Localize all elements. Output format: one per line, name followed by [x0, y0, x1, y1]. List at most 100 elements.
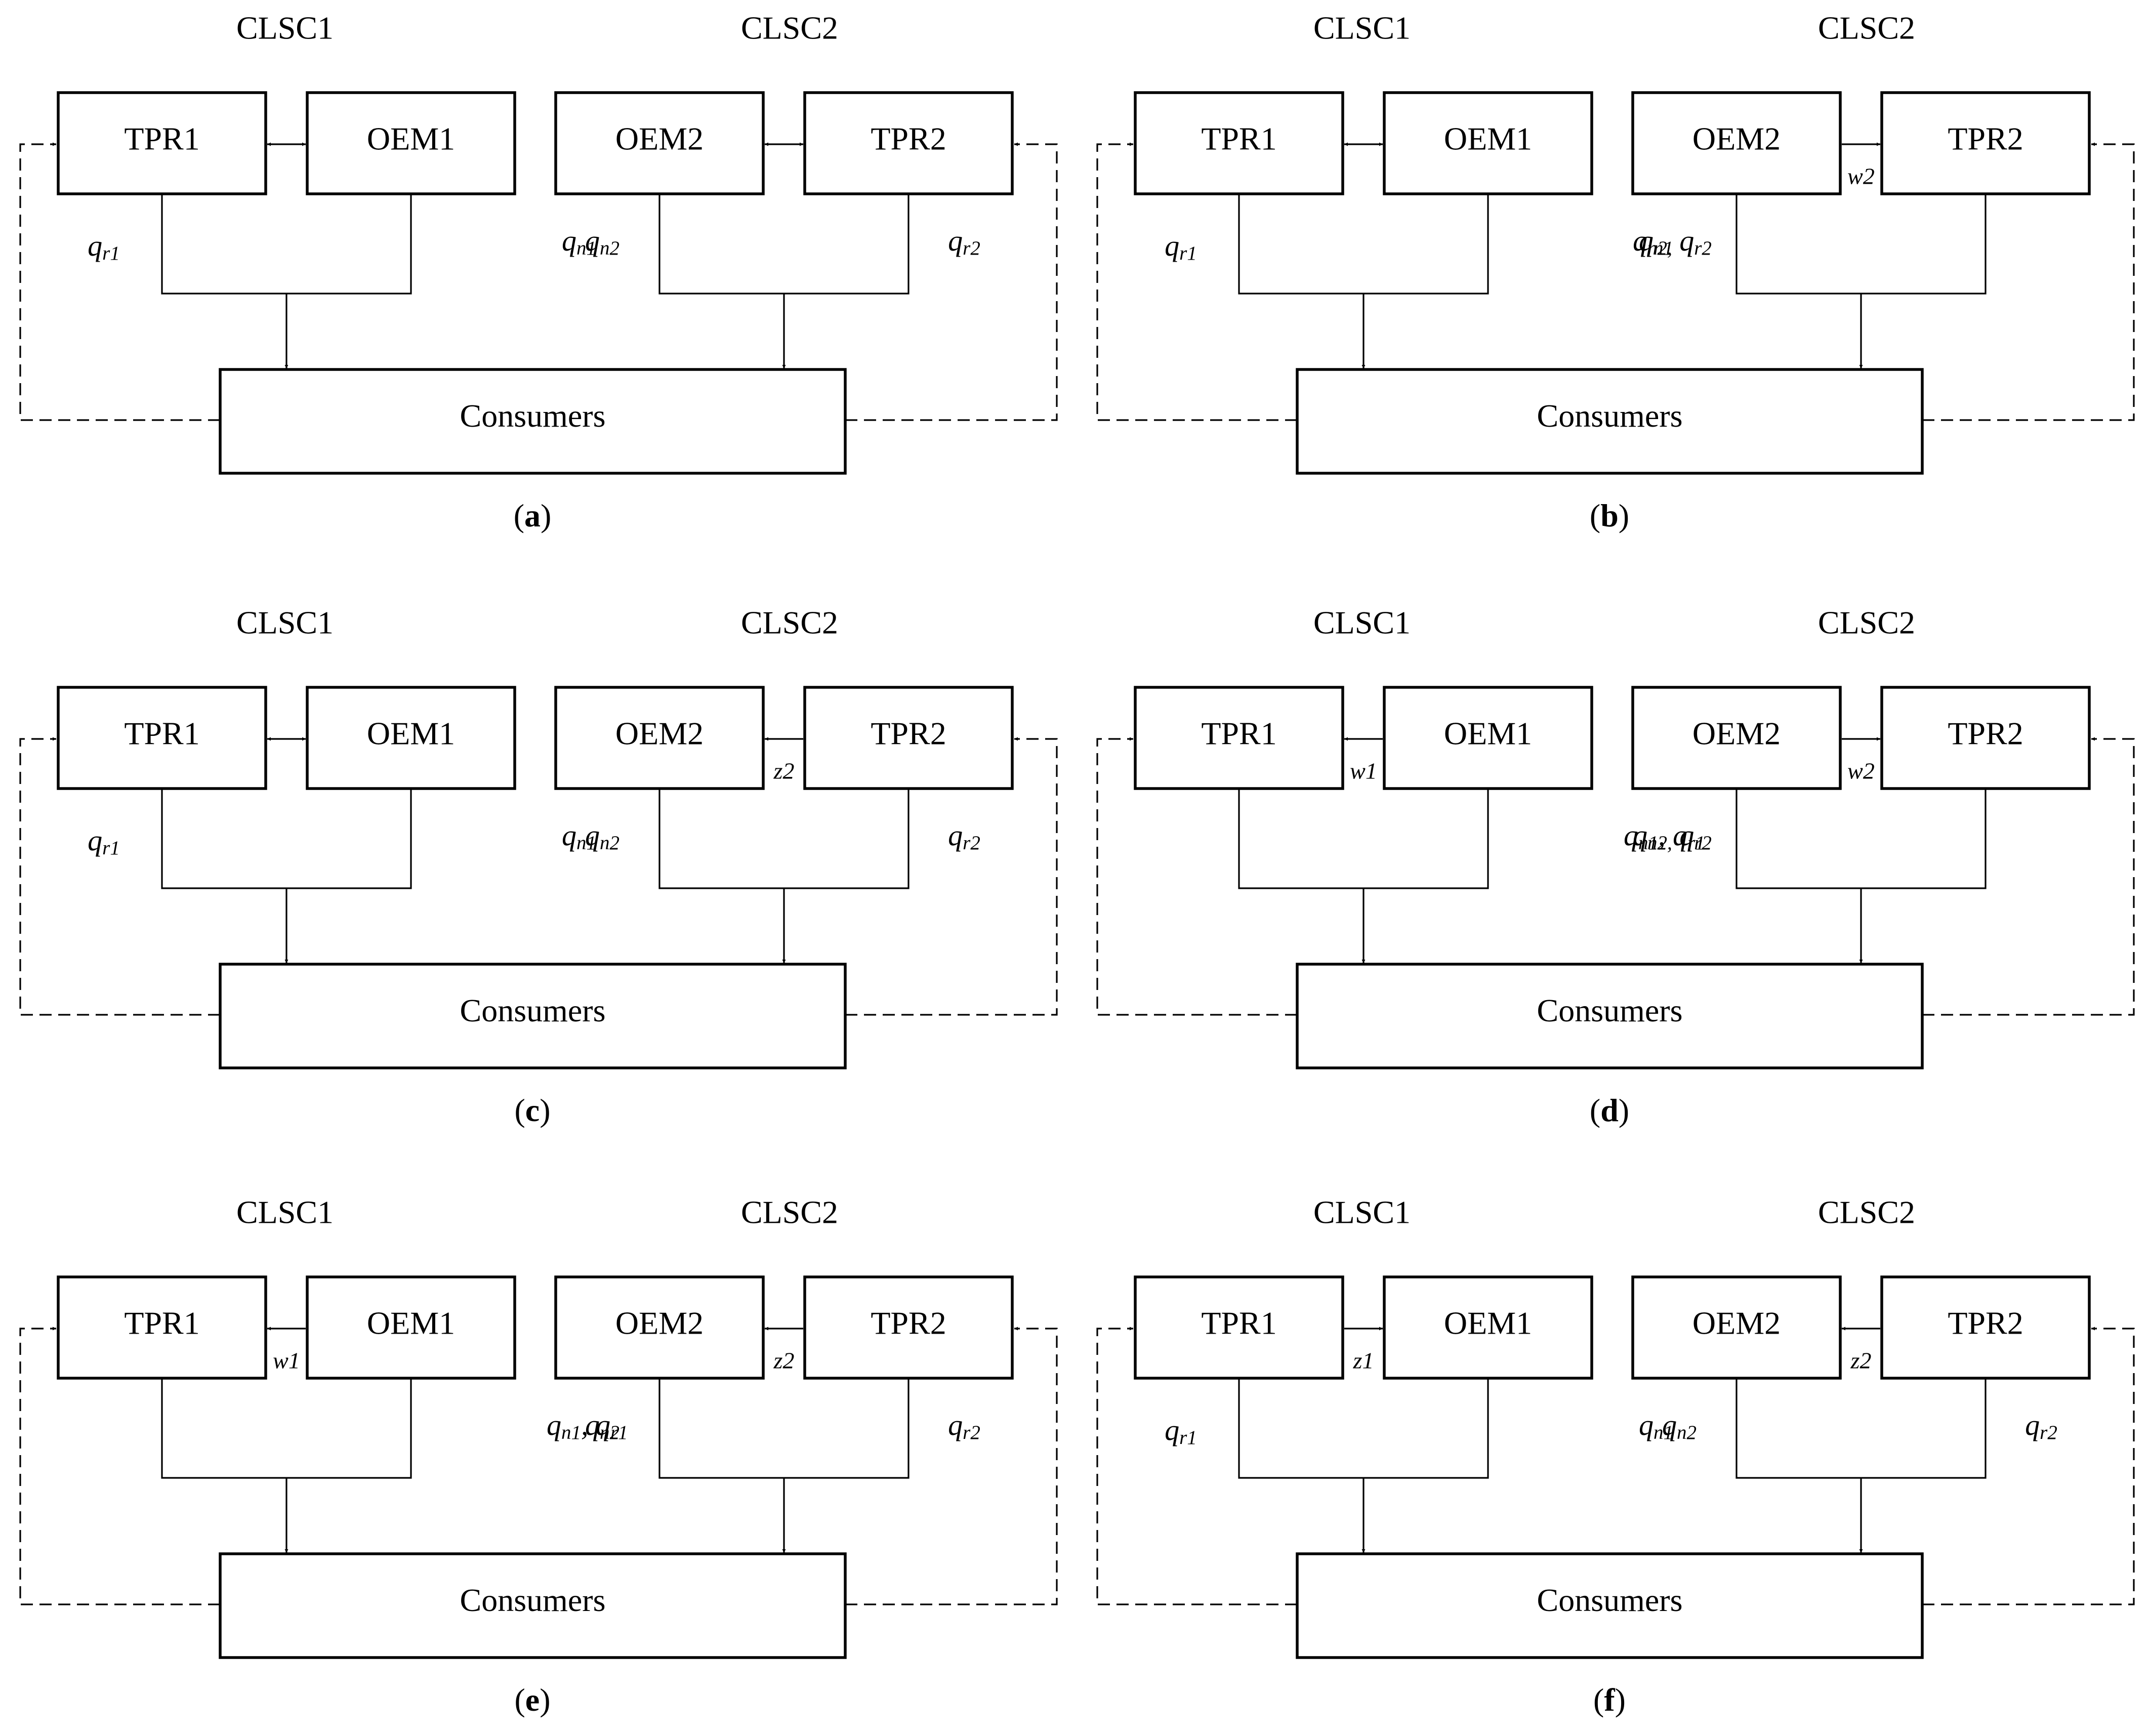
flow-label-left-inner: qn1, qr1 — [1624, 819, 1705, 854]
flow-bracket-clsc2 — [658, 194, 910, 295]
flow-label-left-inner: qn1 — [1639, 224, 1673, 259]
oem2-box: OEM2 — [554, 91, 765, 195]
tpr2-box-label: TPR2 — [1948, 1305, 2023, 1341]
header-clsc2: CLSC2 — [1818, 1194, 1915, 1230]
flow-label-right-outer: qr2 — [948, 224, 980, 259]
oem2-box-label: OEM2 — [1692, 716, 1781, 752]
link-label-clsc2: w2 — [1847, 163, 1875, 189]
header-clsc2: CLSC2 — [741, 10, 838, 46]
consumers-box-label: Consumers — [460, 398, 606, 434]
link-label-clsc2: z2 — [1850, 1348, 1872, 1374]
tpr1-box-label: TPR1 — [124, 1305, 199, 1341]
flow-label-left-outer: qr1 — [1165, 229, 1197, 264]
consumers-box: Consumers — [219, 368, 847, 475]
oem2-box-label: OEM2 — [1692, 121, 1781, 157]
consumers-box: Consumers — [1296, 368, 1924, 475]
flow-label-left-outer: qr1 — [88, 229, 120, 264]
header-clsc1: CLSC1 — [1313, 605, 1411, 641]
oem2-box-label: OEM2 — [1692, 1305, 1781, 1341]
tpr2-box-label: TPR2 — [871, 716, 946, 752]
header-clsc1: CLSC1 — [236, 1194, 334, 1230]
consumers-box: Consumers — [219, 963, 847, 1069]
tpr2-box: TPR2 — [1880, 1275, 2091, 1380]
return-loop-right — [845, 1327, 1058, 1605]
return-loop-left — [1096, 737, 1297, 1016]
panel-caption: (e) — [514, 1682, 550, 1718]
return-loop-right — [845, 737, 1058, 1016]
link-label-clsc1: w1 — [1350, 758, 1377, 784]
oem1-box: OEM1 — [1383, 686, 1593, 790]
tpr1-box: TPR1 — [57, 91, 267, 195]
flow-label-left-outer: qr1 — [1165, 1414, 1197, 1449]
panel-caption: (d) — [1590, 1092, 1629, 1128]
header-clsc2: CLSC2 — [741, 605, 838, 641]
oem1-box: OEM1 — [306, 686, 516, 790]
header-clsc1: CLSC1 — [1313, 1194, 1411, 1230]
flow-bracket-clsc1 — [1238, 194, 1489, 295]
consumers-box: Consumers — [219, 1552, 847, 1659]
flow-bracket-clsc1 — [1238, 1378, 1489, 1479]
panel-caption: (c) — [514, 1092, 550, 1128]
flow-bracket-clsc1 — [161, 789, 412, 889]
flow-bracket-clsc2 — [1735, 1378, 1987, 1479]
return-loop-left — [19, 1327, 220, 1605]
return-loop-left — [19, 737, 220, 1016]
return-loop-left — [1096, 142, 1297, 421]
tpr1-box: TPR1 — [57, 1275, 267, 1380]
consumers-box-label: Consumers — [1537, 1582, 1683, 1618]
consumers-box: Consumers — [1296, 1552, 1924, 1659]
oem1-box-label: OEM1 — [367, 1305, 455, 1341]
flow-label-left-inner: qn1, qr1 — [547, 1409, 628, 1443]
link-label-clsc1: w1 — [273, 1348, 300, 1374]
oem2-box: OEM2 — [1631, 686, 1842, 790]
flow-bracket-clsc1 — [161, 194, 412, 295]
flow-label-right-inner: qn2, qr2 — [1633, 819, 1712, 854]
consumers-box-label: Consumers — [460, 1582, 606, 1618]
flow-label-right-outer: qr2 — [2025, 1409, 2057, 1443]
tpr2-box-label: TPR2 — [1948, 121, 2023, 157]
flow-bracket-clsc2 — [658, 789, 910, 889]
flow-label-right-outer: qr2 — [948, 1409, 980, 1443]
return-loop-right — [1922, 737, 2135, 1016]
flow-label-left-inner: qn1 — [562, 819, 596, 854]
header-clsc2: CLSC2 — [741, 1194, 838, 1230]
tpr1-box-label: TPR1 — [124, 121, 199, 157]
tpr1-box-label: TPR1 — [1201, 121, 1276, 157]
header-clsc1: CLSC1 — [236, 10, 334, 46]
consumers-box-label: Consumers — [460, 993, 606, 1028]
link-label-clsc2: z2 — [773, 1348, 795, 1374]
tpr2-box: TPR2 — [803, 1275, 1014, 1380]
oem1-box-label: OEM1 — [1444, 121, 1532, 157]
tpr2-box-label: TPR2 — [871, 121, 946, 157]
panel-caption: (b) — [1590, 498, 1629, 533]
return-loop-right — [1922, 1327, 2135, 1605]
return-loop-right — [845, 142, 1058, 421]
oem1-box-label: OEM1 — [367, 121, 455, 157]
oem1-box-label: OEM1 — [1444, 1305, 1532, 1341]
link-label-clsc1: z1 — [1353, 1348, 1374, 1374]
flow-label-right-outer: qr2 — [948, 819, 980, 854]
tpr2-box-label: TPR2 — [1948, 716, 2023, 752]
flow-bracket-clsc1 — [1238, 789, 1489, 889]
flow-label-right-inner: qn2 — [585, 224, 619, 259]
header-clsc2: CLSC2 — [1818, 605, 1915, 641]
tpr1-box: TPR1 — [1134, 91, 1344, 195]
tpr1-box: TPR1 — [57, 686, 267, 790]
tpr2-box: TPR2 — [803, 91, 1014, 195]
tpr1-box: TPR1 — [1134, 686, 1344, 790]
oem2-box: OEM2 — [554, 686, 765, 790]
oem2-box-label: OEM2 — [615, 716, 704, 752]
tpr1-box-label: TPR1 — [1201, 1305, 1276, 1341]
oem1-box: OEM1 — [306, 91, 516, 195]
return-loop-right — [1922, 142, 2135, 421]
header-clsc1: CLSC1 — [1313, 10, 1411, 46]
flow-label-right-inner: qn2 — [585, 1409, 619, 1443]
tpr2-box: TPR2 — [1880, 91, 2091, 195]
